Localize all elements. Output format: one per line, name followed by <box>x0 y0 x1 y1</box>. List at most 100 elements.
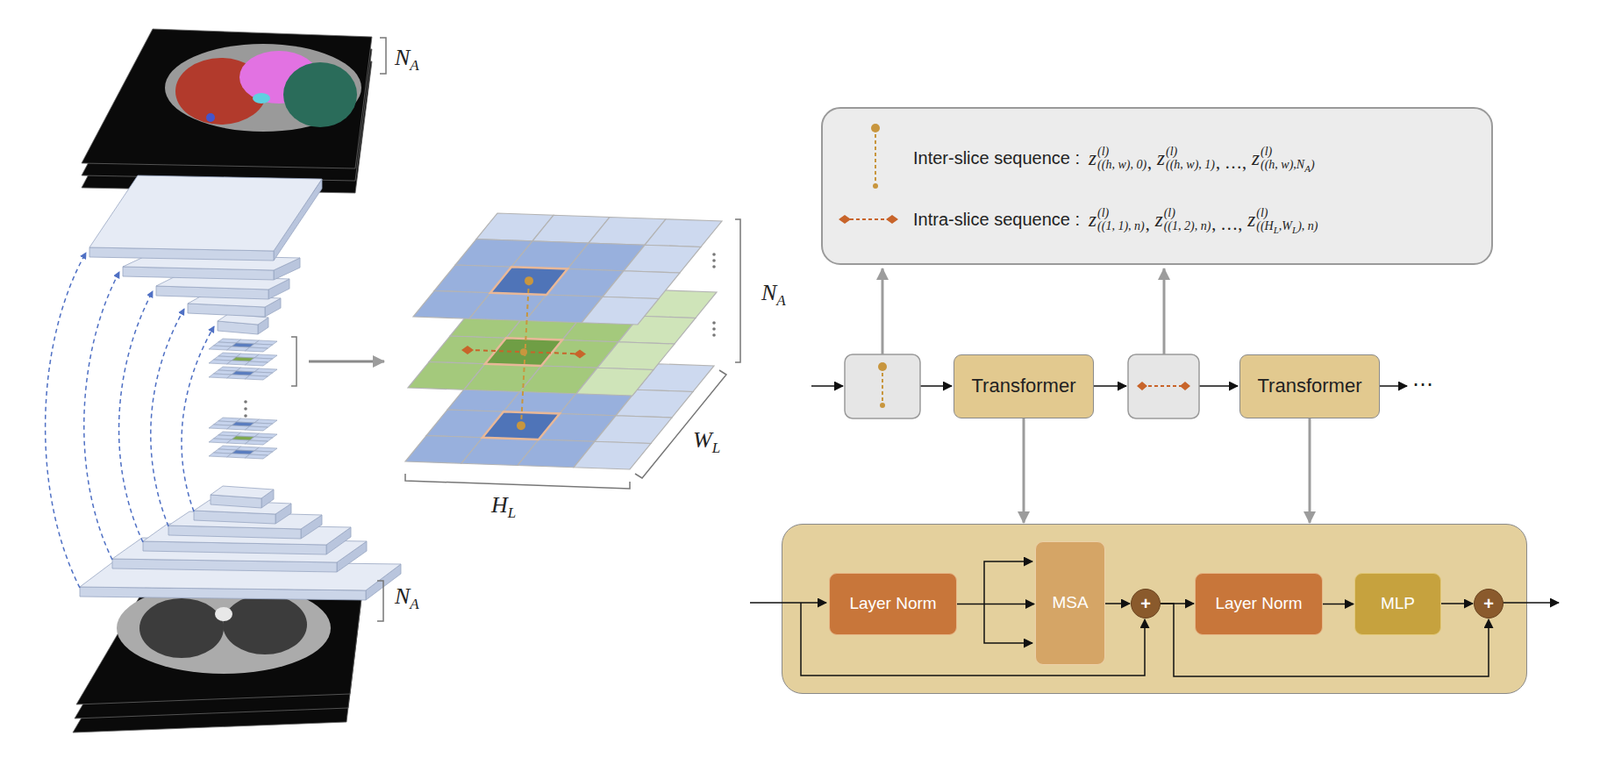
math-subscript: L <box>712 439 721 457</box>
zoom-arrow <box>308 360 385 364</box>
node-text: + <box>1140 592 1151 615</box>
superscript: (l) <box>1097 206 1145 220</box>
math-subscript: A <box>776 292 786 309</box>
subscript: ), n) <box>1297 219 1318 233</box>
subscript: ((h, w), 0) <box>1097 157 1147 172</box>
nested-subscript: L <box>1292 224 1298 236</box>
sum-circle: + <box>1473 588 1504 619</box>
ct-slices-top <box>81 28 372 193</box>
connector <box>957 603 1035 606</box>
formula-line: z(l)((1, 1), n),z(l)((1, 2), n), …,z(l)(… <box>1088 205 1318 235</box>
math-symbol: N <box>394 44 410 71</box>
token-dot <box>871 123 880 133</box>
intra-slice-icon-box <box>1128 354 1200 419</box>
continuation-text: ⋯ <box>1412 371 1434 396</box>
math-subscript: A <box>409 595 419 613</box>
formula-separator: , …, <box>1215 152 1247 173</box>
node-text: Layer Norm <box>1214 593 1302 615</box>
subscript: ((H <box>1256 219 1273 233</box>
ct-slice <box>81 28 372 169</box>
math-subscript: A <box>409 57 419 74</box>
node-text: Layer Norm <box>849 593 936 615</box>
index-stack: (l)((h, w),NA) <box>1260 144 1315 172</box>
subscript: ((1, 2), n) <box>1164 219 1212 233</box>
index-stack: (l)((HL,WL), n) <box>1256 206 1318 234</box>
token-dot <box>516 421 526 430</box>
index-stack: (l)((1, 2), n) <box>1164 206 1212 234</box>
sequence-icons <box>822 108 929 267</box>
grid-cell <box>644 219 722 248</box>
index-stack: (l)((h, w), 1) <box>1165 144 1215 172</box>
dimension-label: NA <box>394 45 420 70</box>
ct-image-top <box>164 43 362 132</box>
dimension-label: NA <box>394 584 420 608</box>
nested-subscript: A <box>1304 163 1311 174</box>
ellipsis-dots <box>243 252 716 418</box>
subscript-row: ((h, w), 0) <box>1097 157 1147 172</box>
node-text: MLP <box>1380 593 1415 615</box>
index-stack: (l)((h, w), 0) <box>1097 144 1147 172</box>
token-diamond <box>838 214 899 224</box>
token-diamond <box>461 345 474 355</box>
subscript-row: ((h, w), 1) <box>1165 157 1215 172</box>
layer-norm-box: Layer Norm <box>828 572 958 636</box>
slab-top <box>210 485 274 499</box>
token-dot <box>520 348 528 356</box>
slab-top <box>168 511 322 529</box>
token-grid <box>405 213 722 470</box>
transformer-block: Layer Norm MSA + Layer Norm MLP + <box>781 523 1528 694</box>
subscript: ) <box>1310 157 1315 172</box>
mini-cell <box>244 375 268 380</box>
index-stack: (l)((1, 1), n) <box>1097 206 1145 234</box>
connector <box>1441 602 1473 605</box>
grid-cell <box>581 296 659 325</box>
dimension-label: WL <box>692 428 721 452</box>
math-symbol: W <box>692 427 713 453</box>
superscript: (l) <box>1097 144 1147 158</box>
msa-box: MSA <box>1035 541 1106 665</box>
node-text: + <box>1483 592 1494 615</box>
subscript-row: ((1, 2), n) <box>1164 219 1212 233</box>
formula-symbol: z <box>1155 209 1164 230</box>
subscript-row: ((1, 1), n) <box>1097 219 1145 233</box>
continuation-dots: ⋯ <box>1412 373 1434 395</box>
grid-cell <box>573 441 651 470</box>
formula-separator: , …, <box>1211 214 1243 235</box>
node-text: Transformer <box>1257 374 1363 398</box>
token-diamond <box>573 349 586 358</box>
superscript: (l) <box>1164 206 1212 220</box>
token-dot <box>524 276 534 286</box>
transformer-box: Transformer <box>953 354 1094 419</box>
connector <box>1308 418 1312 523</box>
superscript: (l) <box>1260 144 1315 158</box>
slab-top <box>89 175 322 251</box>
mini-cell <box>244 347 268 352</box>
connector <box>1105 602 1130 605</box>
sum-circle: + <box>1130 588 1161 619</box>
connector <box>1022 418 1026 523</box>
grid-cell <box>594 415 672 444</box>
node-text: MSA <box>1051 592 1088 614</box>
mini-cell <box>244 454 268 459</box>
grid-cell <box>602 271 680 300</box>
math-subscript: L <box>507 504 516 522</box>
inter-slice-icon <box>874 128 877 186</box>
sequence-name: Intra-slice sequence : <box>913 208 1080 230</box>
subscript-row: ((h, w),NA) <box>1260 157 1315 172</box>
mini-cell <box>244 440 268 445</box>
inter-slice-icon-box <box>844 354 921 419</box>
subscript: ,W <box>1278 219 1293 233</box>
subscript-row: ((HL,WL), n) <box>1256 219 1318 233</box>
dimension-label: NA <box>761 280 786 305</box>
mlp-box: MLP <box>1354 572 1442 636</box>
formula-symbol: z <box>1247 209 1256 230</box>
mini-cell <box>244 426 268 431</box>
formula-symbol: z <box>1251 148 1260 169</box>
formula-symbol: z <box>1088 148 1097 169</box>
grid-cell <box>576 367 654 396</box>
nested-subscript: L <box>1273 224 1279 236</box>
formula-separator: , <box>1147 152 1152 173</box>
intra-slice-icon <box>843 218 893 221</box>
encoder-decoder-pyramid <box>79 175 401 600</box>
